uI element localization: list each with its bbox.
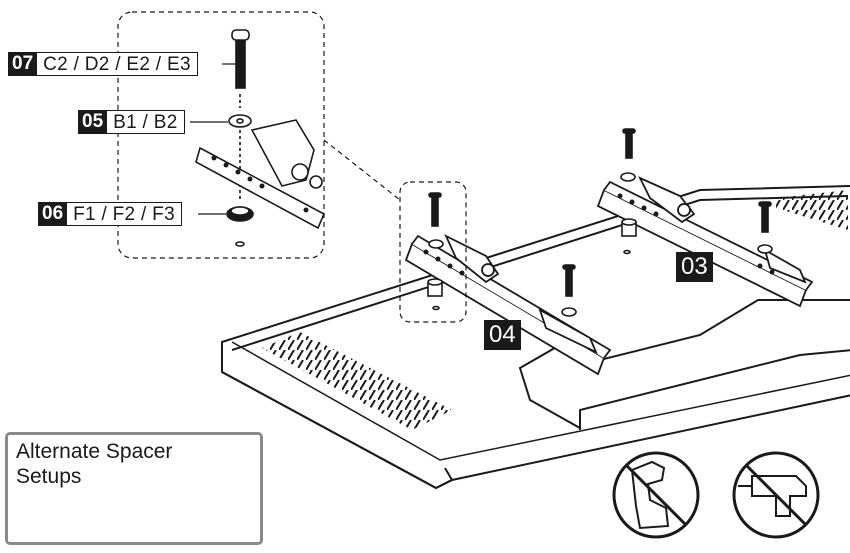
callout-screw-text: C2 / D2 / E2 / E3 — [37, 52, 198, 76]
callout-washer-text: B1 / B2 — [107, 110, 185, 134]
step-badge-left-bracket: 04 — [484, 320, 521, 350]
callout-screw-number: 07 — [8, 52, 38, 76]
callout-spacer: 06 F1 / F2 / F3 — [38, 202, 182, 226]
callout-washer: 05 B1 / B2 — [78, 110, 185, 134]
callout-spacer-number: 06 — [38, 202, 68, 226]
vent-slots-side — [776, 190, 848, 230]
callout-spacer-text: F1 / F2 / F3 — [67, 202, 182, 226]
mounting-bracket-right — [596, 176, 814, 308]
no-hand-tighten-force-icon — [612, 451, 700, 539]
callout-washer-number: 05 — [78, 110, 108, 134]
callout-screw: 07 C2 / D2 / E2 / E3 — [8, 52, 198, 76]
vent-slots-front — [262, 332, 452, 430]
detail-boxes — [117, 11, 467, 323]
bolt-washer-spacer-sets — [427, 128, 773, 317]
step-badge-right-bracket: 03 — [676, 252, 713, 282]
detail-hardware — [195, 29, 326, 247]
alternate-spacer-box: Alternate Spacer Setups — [5, 432, 263, 545]
mounting-bracket-left — [404, 234, 612, 376]
alternate-spacer-title: Alternate Spacer Setups — [16, 440, 173, 488]
no-power-drill-icon — [732, 451, 820, 539]
callout-leaders — [190, 63, 236, 215]
